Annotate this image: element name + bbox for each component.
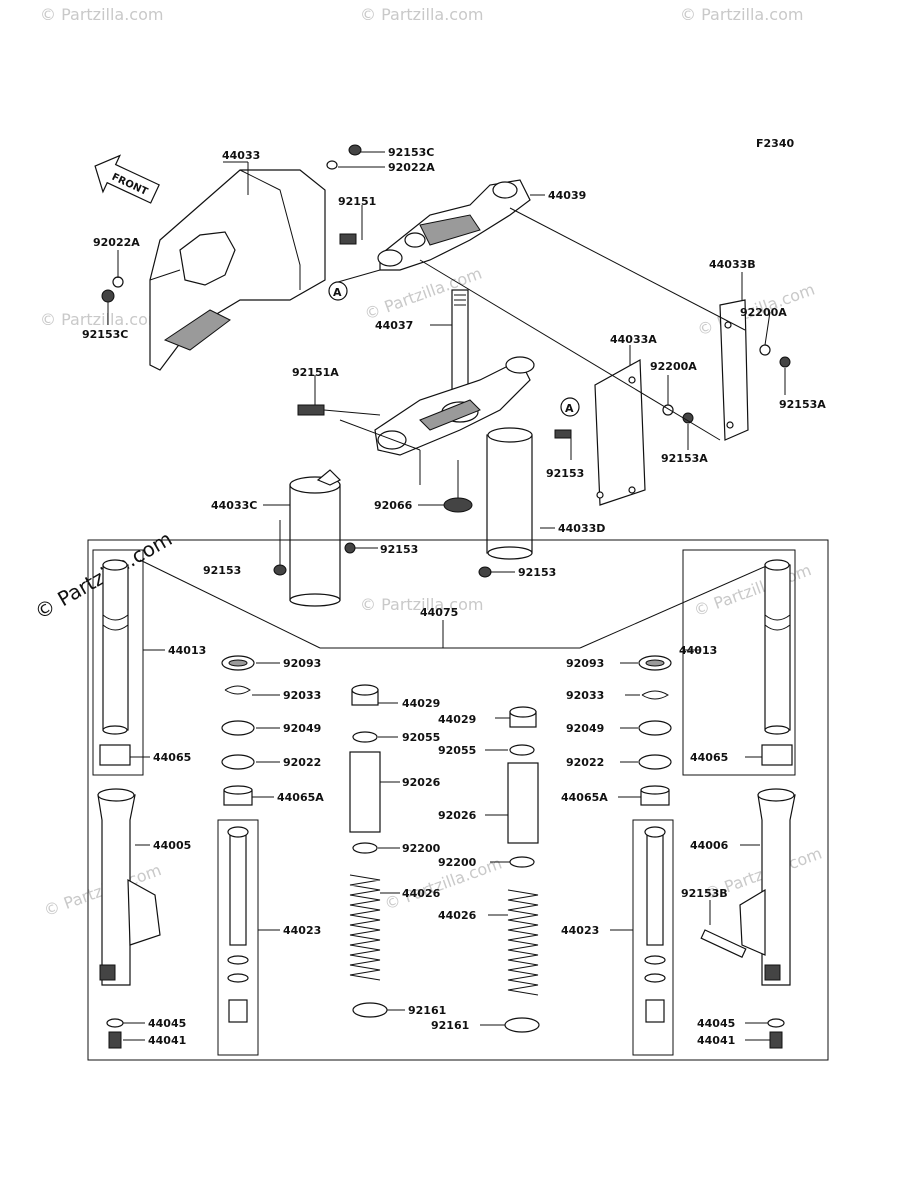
label-92200: 92200 — [438, 856, 477, 869]
label-44023: 44023 — [283, 924, 321, 937]
label-44033D: 44033D — [558, 522, 605, 535]
label-92153C: 92153C — [82, 328, 128, 341]
label-44029: 44029 — [438, 713, 476, 726]
bushing-44065-right — [761, 744, 793, 766]
outer-tube-44005 — [97, 788, 161, 986]
label-92151A: 92151A — [292, 366, 339, 379]
label-92153: 92153 — [546, 467, 584, 480]
upper-bracket-44039 — [377, 179, 531, 271]
label-44065A: 44065A — [277, 791, 324, 804]
damper-rod-left — [227, 826, 249, 1023]
outer-tube-44006 — [739, 788, 796, 986]
watermark: © Partzilla.com — [680, 5, 803, 24]
label-92066: 92066 — [374, 499, 413, 512]
label-44033: 44033 — [222, 149, 260, 162]
center-column-a — [349, 684, 388, 1018]
label-92153: 92153 — [518, 566, 556, 579]
label-44041: 44041 — [697, 1034, 735, 1047]
front-arrow-icon: FRONT — [94, 154, 160, 204]
leader-lines-lower — [123, 649, 770, 1041]
damper-rod-right — [644, 826, 666, 1023]
label-92033: 92033 — [283, 689, 321, 702]
label-92153C: 92153C — [388, 146, 434, 159]
lower-bracket — [374, 356, 535, 456]
label-92093: 92093 — [283, 657, 321, 670]
label-92022A: 92022A — [93, 236, 140, 249]
label-92153A: 92153A — [779, 398, 826, 411]
leader-lines-upper — [107, 151, 786, 573]
label-44026: 44026 — [402, 887, 441, 900]
label-92153: 92153 — [380, 543, 418, 556]
label-44037: 44037 — [375, 319, 413, 332]
watermark: © Partzilla.com — [360, 5, 483, 24]
svg-text:A: A — [565, 402, 574, 415]
label-44033B: 44033B — [709, 258, 756, 271]
label-44029: 44029 — [402, 697, 440, 710]
label-92200: 92200 — [402, 842, 441, 855]
left-seal-stack — [221, 655, 255, 806]
watermark: © Partzilla.com — [40, 5, 163, 24]
label-44026: 44026 — [438, 909, 477, 922]
label-92153: 92153 — [203, 564, 241, 577]
tube-cover-44033D — [486, 427, 533, 560]
label-44041: 44041 — [148, 1034, 186, 1047]
label-92153A: 92153A — [661, 452, 708, 465]
part-labels: 44033 92153C 92022A 44039 92151 92022A 9… — [82, 146, 826, 1047]
cover-44033B — [719, 299, 749, 441]
label-92200A: 92200A — [650, 360, 697, 373]
figure-code: F2340 — [756, 137, 794, 150]
label-92151: 92151 — [338, 195, 376, 208]
label-92033: 92033 — [566, 689, 604, 702]
label-44005: 44005 — [153, 839, 191, 852]
label-92161: 92161 — [431, 1019, 469, 1032]
label-92093: 92093 — [566, 657, 604, 670]
label-92161: 92161 — [408, 1004, 446, 1017]
label-92055: 92055 — [402, 731, 440, 744]
label-44013: 44013 — [168, 644, 206, 657]
center-column-b — [504, 706, 540, 1033]
tube-cover-44033C — [289, 469, 342, 607]
label-44006: 44006 — [690, 839, 729, 852]
label-92022: 92022 — [283, 756, 321, 769]
label-44033A: 44033A — [610, 333, 657, 346]
cover-44033A — [594, 359, 646, 506]
label-92022: 92022 — [566, 756, 604, 769]
bushing-44065-left — [99, 744, 131, 766]
hardware — [101, 144, 791, 578]
fork-tube-left — [102, 559, 129, 735]
label-44045: 44045 — [697, 1017, 735, 1030]
ref-mark-a: A — [560, 397, 580, 417]
label-44039: 44039 — [548, 189, 586, 202]
label-92055: 92055 — [438, 744, 476, 757]
label-44075: 44075 — [420, 606, 458, 619]
cover-44033 — [149, 169, 326, 371]
label-44065A: 44065A — [561, 791, 608, 804]
label-44033C: 44033C — [211, 499, 257, 512]
label-44023: 44023 — [561, 924, 599, 937]
watermark: © Partzilla.com — [40, 310, 163, 329]
right-seal-stack — [638, 655, 672, 806]
label-44013: 44013 — [679, 644, 717, 657]
lower-frame — [87, 539, 829, 1061]
label-92022A: 92022A — [388, 161, 435, 174]
label-92200A: 92200A — [740, 306, 787, 319]
label-92049: 92049 — [566, 722, 604, 735]
label-44045: 44045 — [148, 1017, 186, 1030]
fork-tube-right — [764, 559, 791, 735]
label-92026: 92026 — [402, 776, 441, 789]
label-92153B: 92153B — [681, 887, 728, 900]
label-92026: 92026 — [438, 809, 477, 822]
ref-mark-a: A — [328, 281, 348, 301]
label-44065: 44065 — [690, 751, 728, 764]
label-44065: 44065 — [153, 751, 191, 764]
watermark: © Partzilla.com — [360, 595, 483, 614]
svg-text:A: A — [333, 286, 342, 299]
label-92049: 92049 — [283, 722, 321, 735]
